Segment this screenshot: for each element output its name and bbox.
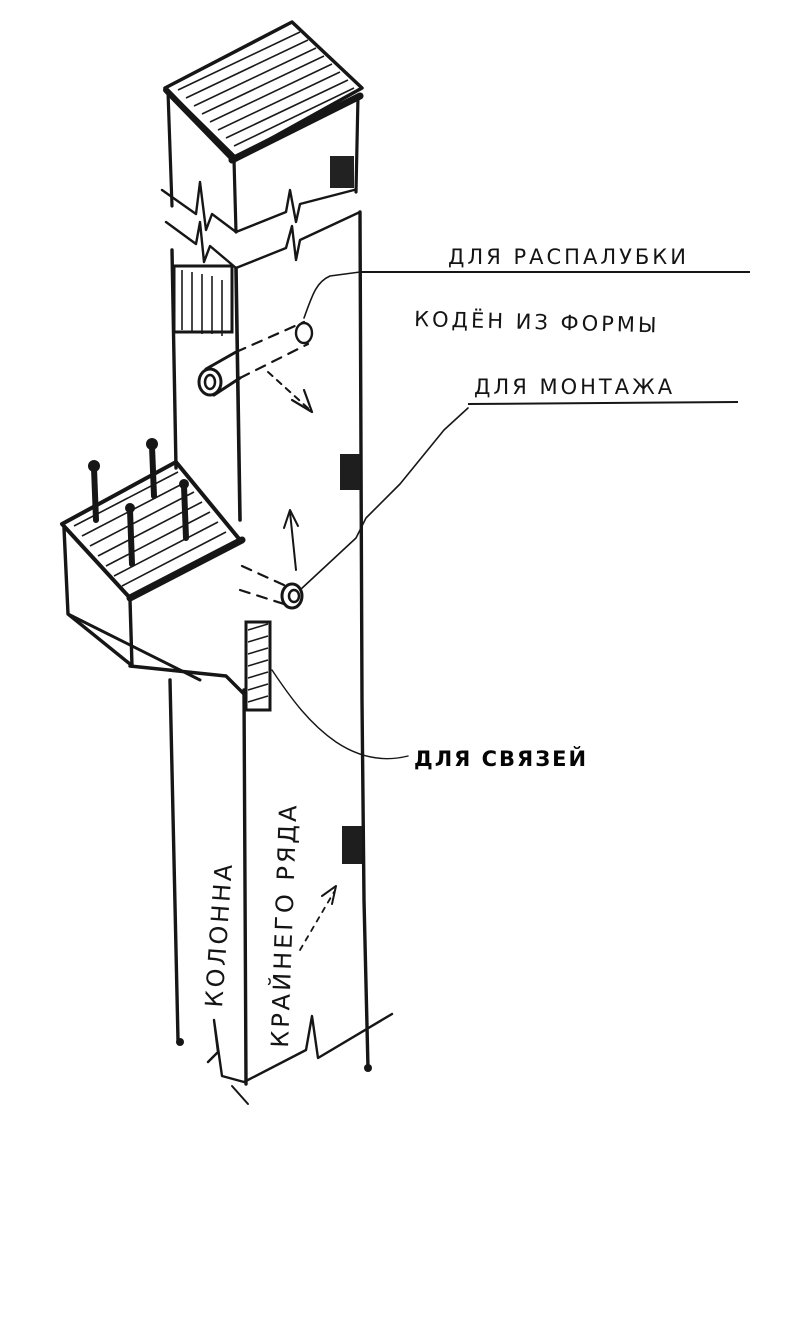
label-edge-row: КРАЙНЕГО РЯДА: [265, 802, 303, 1048]
leader-assembly: [299, 407, 469, 591]
leader-bracing: [271, 669, 409, 760]
break-line-upper: [160, 180, 356, 234]
label-column: КОЛОННА: [200, 860, 238, 1008]
direction-arrow-upper: [267, 371, 311, 411]
direction-arrow-bottom: [299, 891, 335, 951]
leader-formwork: [303, 271, 361, 319]
label-formwork: ДЛЯ РАСПАЛУБКИ: [448, 245, 689, 269]
leader-lines: [271, 271, 750, 760]
label-assembly: ДЛЯ МОНТАЖА: [474, 375, 675, 399]
embedded-plate-right-2: [342, 826, 362, 864]
main-shaft: [170, 210, 370, 1070]
direction-arrow-lower: [289, 511, 297, 571]
lifting-sleeve-lower: [238, 509, 304, 610]
column-top-cap: [163, 20, 364, 164]
top-cap-hatching: [177, 31, 355, 147]
top-cap-face: [163, 20, 364, 160]
break-line-bottom: [206, 1012, 394, 1084]
embedded-plate-right-1: [340, 454, 360, 490]
anchor-bolts: [88, 438, 189, 567]
corbel: [60, 438, 246, 696]
label-bracing: ДЛЯ СВЯЗЕЙ: [414, 746, 588, 771]
top-cap-thick-edge: [228, 92, 364, 164]
underline-assembly: [467, 401, 739, 405]
lower-shaft: [168, 620, 394, 1105]
embedded-plate-top: [330, 156, 354, 188]
lifting-sleeve-upper: [197, 320, 314, 414]
top-cap-left-edge: [163, 87, 237, 163]
label-mold: КОДЁН ИЗ ФОРМЫ: [414, 306, 660, 337]
